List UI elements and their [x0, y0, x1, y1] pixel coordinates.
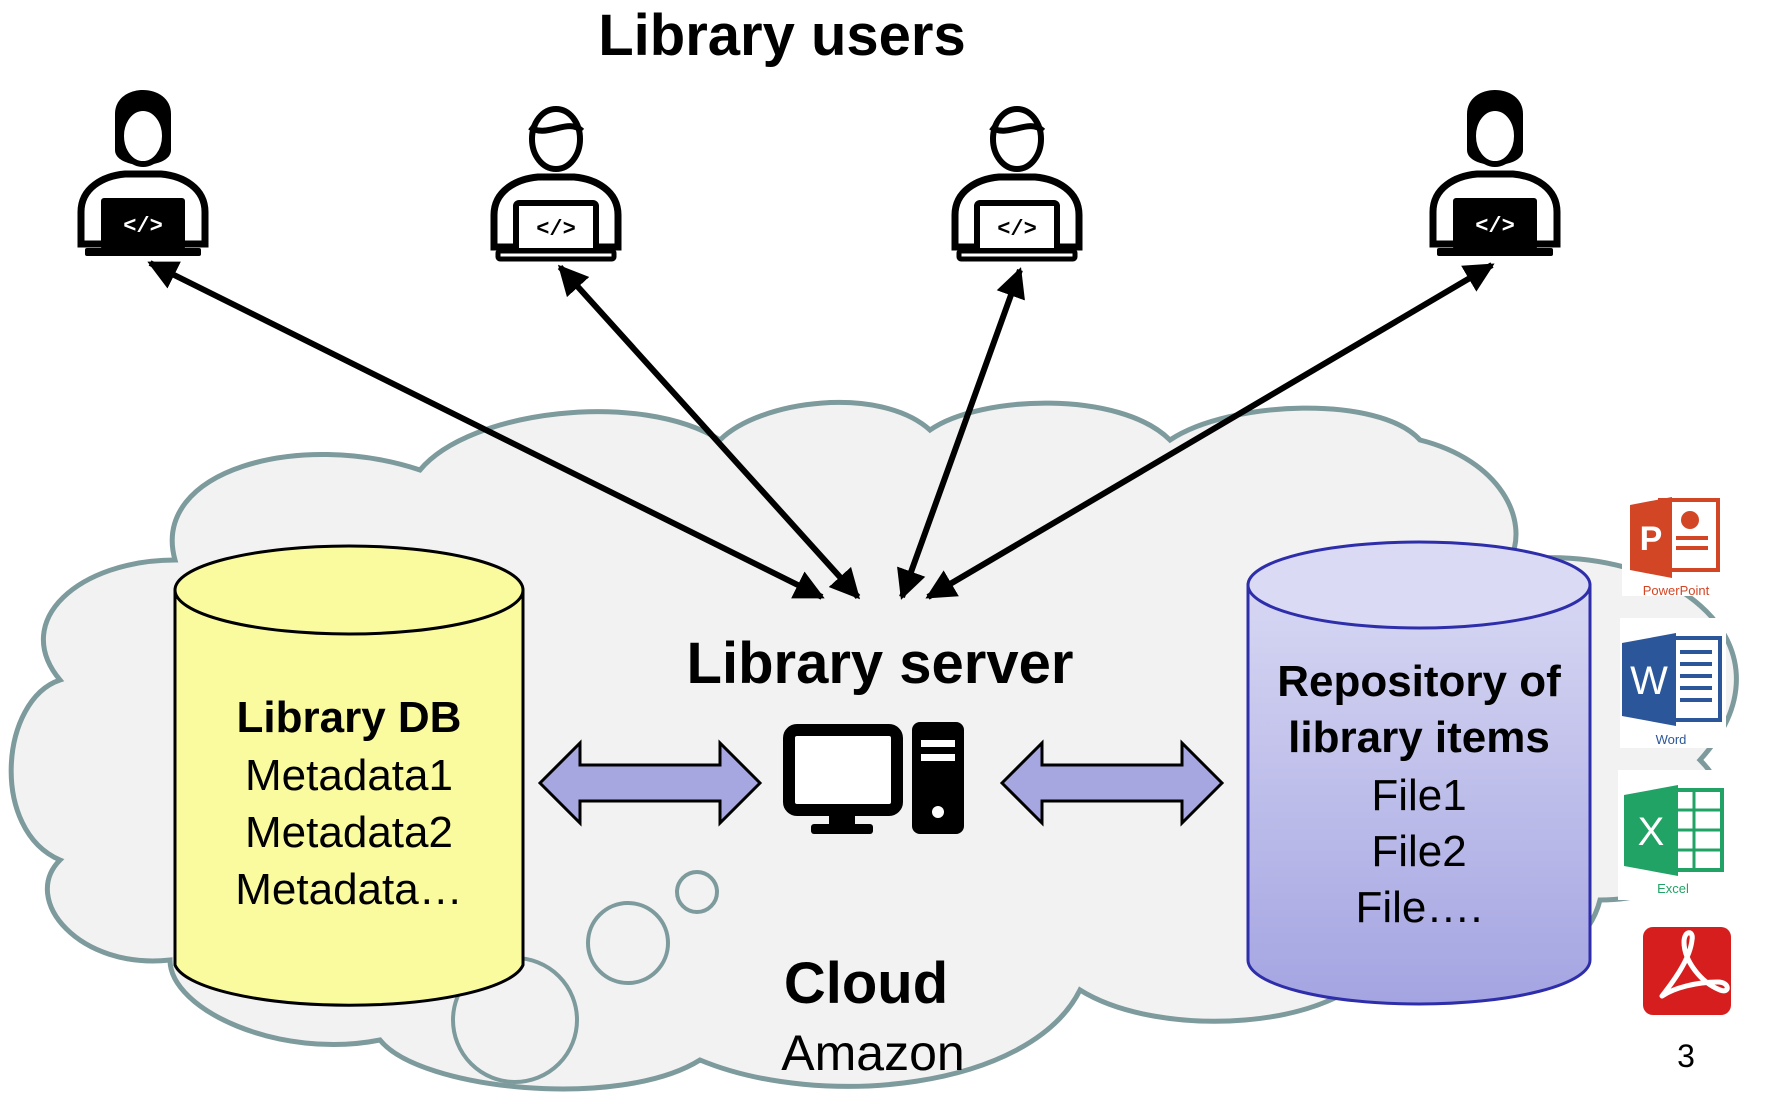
page-number: 3	[1677, 1038, 1695, 1074]
word-caption: Word	[1656, 732, 1687, 747]
arrow-user-2	[557, 264, 861, 600]
library-db-cylinder: Library DB Metadata1 Metadata2 Metadata…	[173, 544, 525, 1007]
user-4-icon	[1433, 90, 1557, 256]
repository-line-3: File….	[1355, 883, 1482, 932]
excel-letter: X	[1638, 810, 1665, 854]
library-db-title: Library DB	[237, 693, 462, 742]
powerpoint-letter: P	[1640, 520, 1663, 558]
cloud-provider: Amazon	[781, 1025, 964, 1081]
library-db-line-2: Metadata2	[245, 808, 453, 857]
library-db-line-3: Metadata…	[235, 865, 462, 914]
server-computer-icon	[783, 722, 964, 834]
server-label: Library server	[687, 631, 1074, 696]
arrow-user-4	[925, 262, 1495, 600]
excel-icon: X Excel	[1618, 770, 1728, 900]
user-server-arrows	[147, 260, 1495, 600]
library-db-line-1: Metadata1	[245, 751, 453, 800]
repository-title-line-1: Repository of	[1277, 657, 1561, 706]
cloud-bubble-medium	[586, 901, 670, 985]
repository-line-2: File2	[1371, 827, 1466, 876]
user-3-icon	[955, 109, 1079, 259]
pdf-icon	[1643, 927, 1731, 1015]
powerpoint-icon: P PowerPoint	[1622, 490, 1722, 598]
repository-line-1: File1	[1371, 771, 1466, 820]
powerpoint-caption: PowerPoint	[1643, 583, 1710, 598]
page-title: Library users	[598, 3, 966, 68]
user-1-icon	[81, 90, 205, 256]
server-repository-double-arrow	[999, 739, 1225, 827]
db-server-double-arrow	[537, 739, 763, 827]
repository-cylinder: Repository of library items File1 File2 …	[1246, 540, 1592, 1006]
repository-title-line-2: library items	[1288, 713, 1550, 762]
cloud-bubble-small	[675, 870, 719, 914]
user-2-icon	[494, 109, 618, 259]
excel-caption: Excel	[1657, 881, 1689, 896]
word-icon: W Word	[1620, 618, 1726, 748]
cloud-label: Cloud	[784, 951, 948, 1016]
word-letter: W	[1630, 659, 1668, 703]
